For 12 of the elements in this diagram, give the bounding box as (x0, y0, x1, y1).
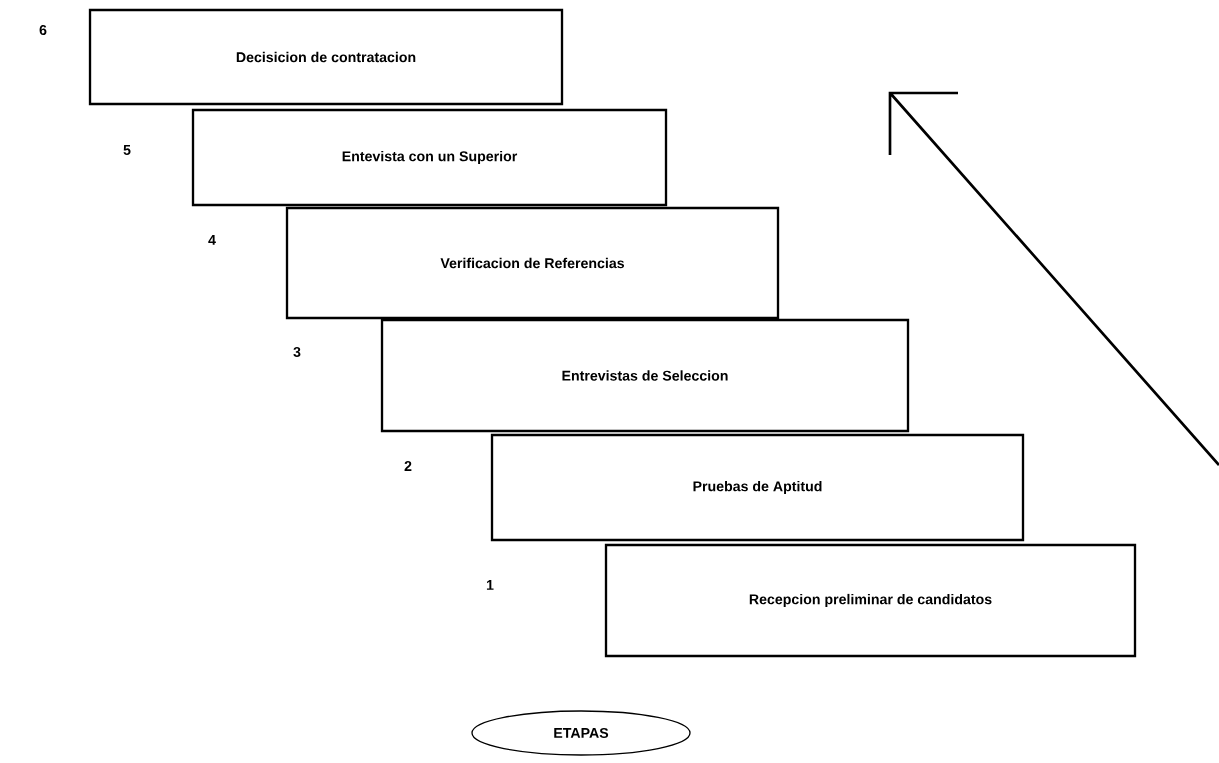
step-number: 1 (486, 580, 494, 590)
step-box: Recepcion preliminar de candidatos (604, 543, 1137, 658)
step-number: 5 (123, 145, 131, 155)
step-box: Entevista con un Superior (191, 108, 668, 207)
step-number: 3 (293, 347, 301, 357)
step-box: Pruebas de Aptitud (490, 433, 1025, 542)
step-number: 6 (39, 25, 47, 35)
step-number: 4 (208, 235, 216, 245)
step-box: Verificacion de Referencias (285, 206, 780, 320)
step-box: Decisicion de contratacion (88, 8, 564, 106)
step-box: Entrevistas de Seleccion (380, 318, 910, 433)
step-number: 2 (404, 461, 412, 471)
